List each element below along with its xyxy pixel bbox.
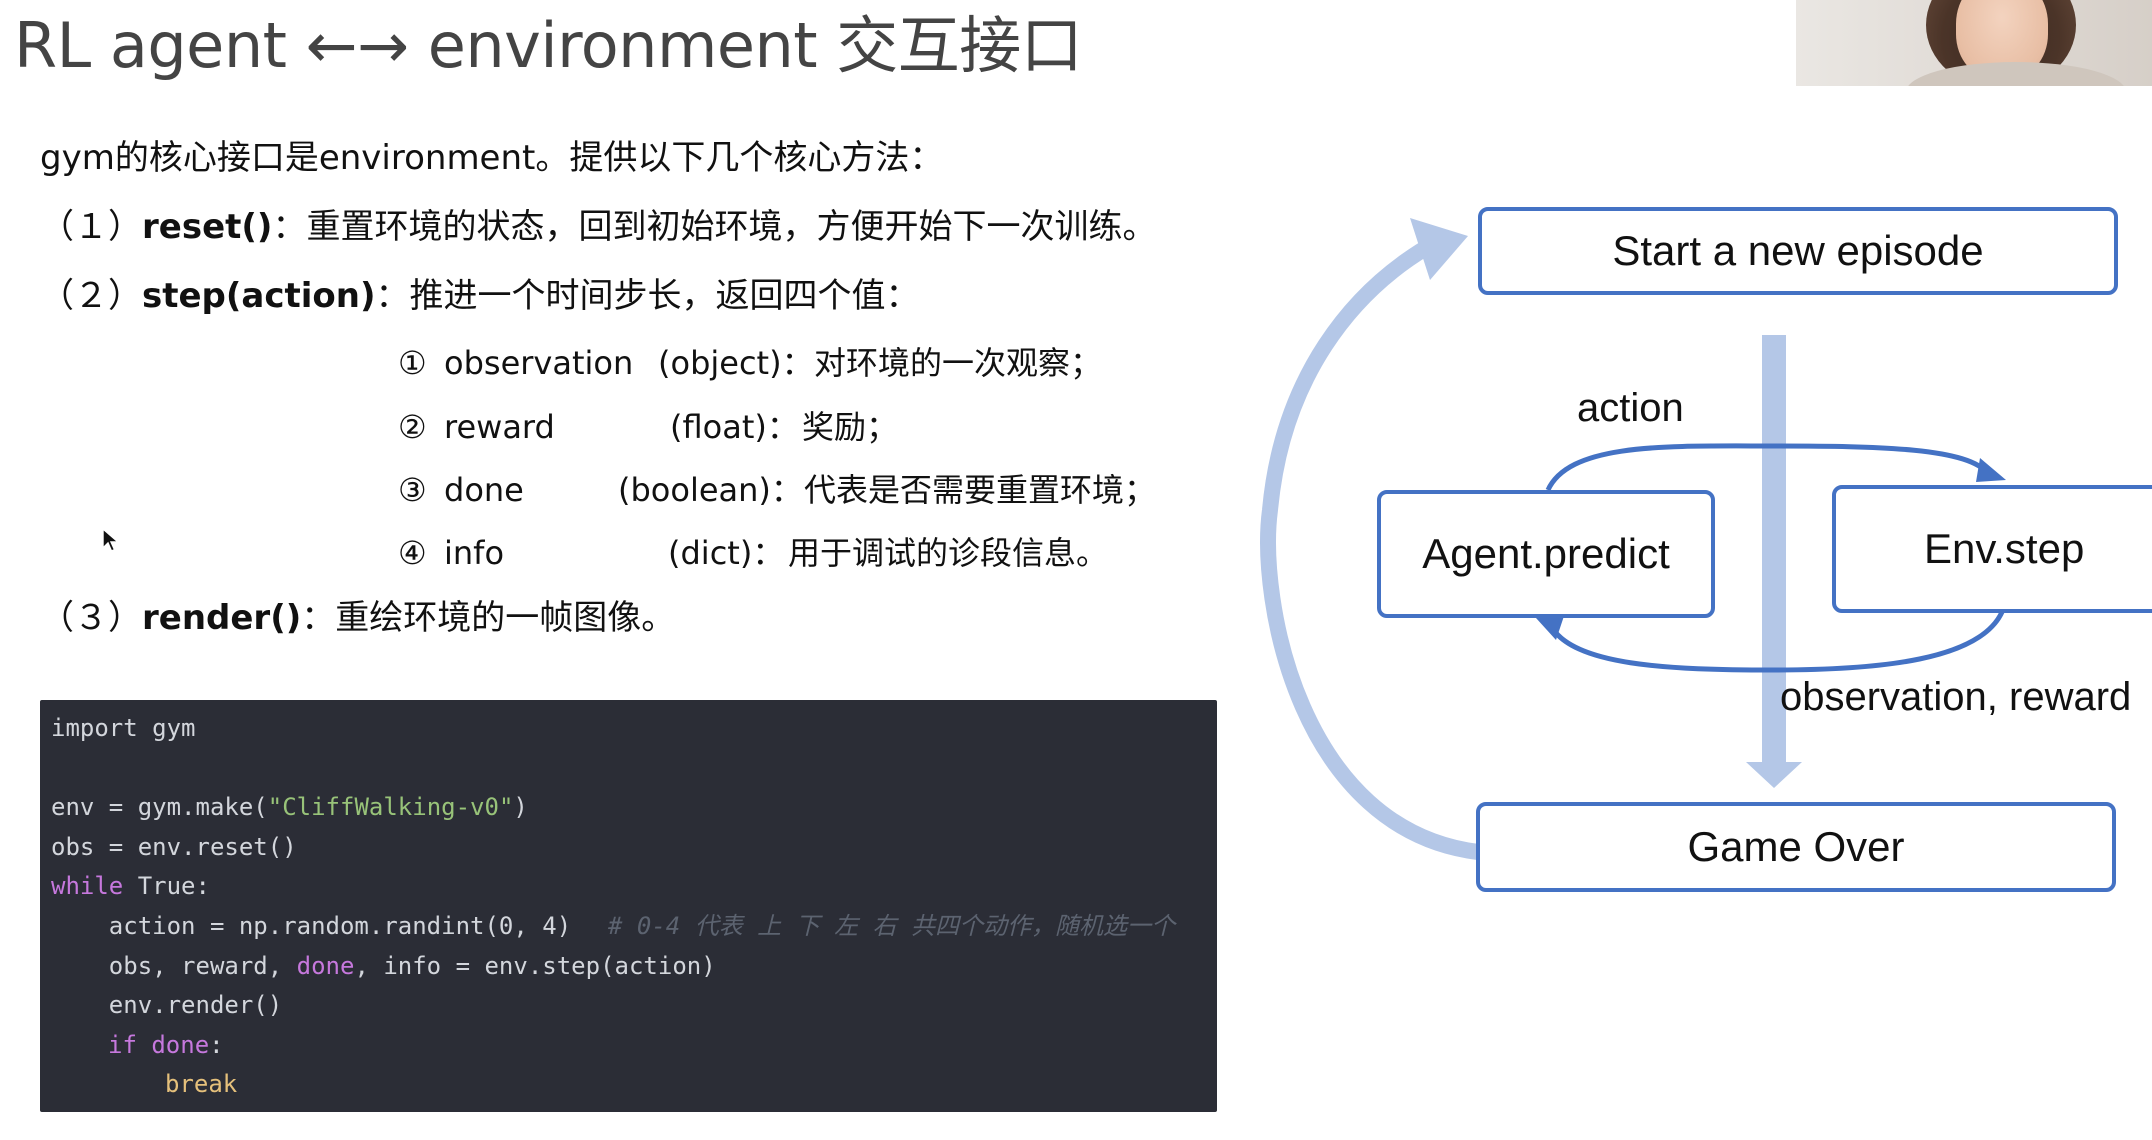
action-arrow	[1545, 443, 1991, 492]
method-name: render()	[142, 598, 302, 638]
code-line: obs = env.reset()	[51, 833, 297, 861]
return-marker: ④	[398, 534, 427, 572]
code-line: env = gym.make("CliffWalking-v0")	[51, 791, 528, 823]
return-name: reward	[444, 408, 555, 446]
presenter-shoulder	[1906, 62, 2126, 86]
return-desc: 奖励；	[802, 408, 899, 446]
return-type: (object)：	[658, 344, 814, 382]
code-line: while True:	[51, 870, 210, 902]
return-marker: ③	[398, 471, 427, 509]
return-type: (dict)：	[668, 534, 785, 572]
text-block: gym的核心接口是environment。提供以下几个核心方法： （１）rese…	[0, 0, 1260, 680]
code-keyword: done	[296, 952, 355, 980]
method-render: （３）render()：重绘环境的一帧图像。	[40, 596, 675, 640]
start-episode-box: Start a new episode	[1478, 207, 2118, 295]
return-marker: ①	[398, 344, 427, 382]
method-number: （３）	[40, 598, 142, 638]
game-over-box: Game Over	[1476, 802, 2116, 892]
code-string: "CliffWalking-v0"	[267, 793, 514, 821]
method-desc: ：重置环境的状态，回到初始环境，方便开始下一次训练。	[272, 207, 1157, 247]
action-label: action	[1577, 386, 1684, 430]
return-name: observation	[444, 344, 634, 382]
code-text: action = np.random.randint(0, 4)	[51, 912, 572, 940]
code-text: )	[513, 793, 528, 821]
code-text: obs, reward,	[51, 952, 297, 980]
agent-predict-box: Agent.predict	[1377, 490, 1715, 618]
method-step: （２）step(action)：推进一个时间步长，返回四个值：	[40, 274, 920, 318]
code-line: import gym	[51, 714, 196, 742]
code-keyword: done	[136, 1031, 210, 1059]
code-line: env.render()	[51, 991, 283, 1019]
return-desc: 对环境的一次观察；	[814, 344, 1103, 382]
code-text: , info = env.step(action)	[354, 952, 716, 980]
method-reset: （１）reset()：重置环境的状态，回到初始环境，方便开始下一次训练。	[40, 205, 1156, 249]
code-line: if done:	[108, 1029, 224, 1061]
down-arrow-shaft	[1762, 335, 1786, 775]
code-text: env = gym.make(	[51, 793, 268, 821]
return-type: (float)：	[670, 408, 799, 446]
mouse-cursor-icon	[102, 528, 120, 552]
loop-arrow	[1260, 235, 1479, 860]
method-name: step(action)	[142, 276, 376, 316]
code-text: True:	[123, 872, 210, 900]
method-desc: ：推进一个时间步长，返回四个值：	[375, 276, 920, 316]
interaction-diagram: Start a new episode Agent.predict Env.st…	[1240, 180, 2152, 940]
diagram-arrows	[1260, 218, 2006, 860]
code-line: obs, reward, done, info = env.step(actio…	[51, 950, 716, 982]
method-number: （２）	[40, 276, 142, 316]
method-number: （１）	[40, 207, 142, 247]
code-block: import gym env = gym.make("CliffWalking-…	[40, 700, 1217, 1112]
observation-reward-label: observation, reward	[1780, 675, 2132, 719]
code-keyword: if	[108, 1031, 137, 1059]
down-arrow-head	[1746, 762, 1802, 788]
observation-arrow	[1547, 610, 2005, 673]
observation-arrow-head	[1536, 616, 1564, 640]
code-line: break	[165, 1070, 238, 1098]
return-name: info	[444, 534, 505, 572]
return-desc: 代表是否需要重置环境；	[804, 471, 1157, 509]
slide-title: RL agent ←→ environment 交互接口	[14, 9, 1083, 82]
code-line: action = np.random.randint(0, 4)	[51, 910, 571, 942]
code-keyword: while	[51, 872, 124, 900]
loop-arrow-head	[1410, 218, 1468, 280]
action-arrow-head	[1976, 458, 2006, 482]
method-desc: ：重绘环境的一帧图像。	[301, 598, 676, 638]
return-desc: 用于调试的诊段信息。	[788, 534, 1109, 572]
return-name: done	[444, 471, 524, 509]
code-comment: # 0-4 代表 上 下 左 右 共四个动作，随机选一个	[608, 912, 1175, 940]
intro-text: gym的核心接口是environment。提供以下几个核心方法：	[40, 138, 944, 178]
return-marker: ②	[398, 408, 427, 446]
code-text: :	[209, 1031, 224, 1059]
env-step-box: Env.step	[1832, 485, 2152, 613]
return-type: (boolean)：	[618, 471, 803, 509]
method-name: reset()	[142, 207, 273, 247]
webcam-video	[1796, 0, 2152, 86]
